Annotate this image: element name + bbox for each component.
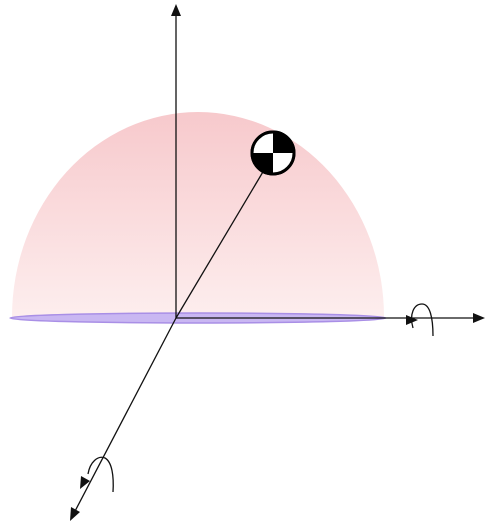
center-of-mass-icon xyxy=(252,132,294,174)
depth-axis xyxy=(73,318,176,515)
arrowhead-down-left-small-icon xyxy=(80,476,90,489)
arrowhead-down-left-icon xyxy=(70,507,80,521)
arrowhead-up-icon xyxy=(171,4,181,16)
arrowhead-right-icon xyxy=(473,313,485,323)
hemisphere xyxy=(12,112,384,317)
